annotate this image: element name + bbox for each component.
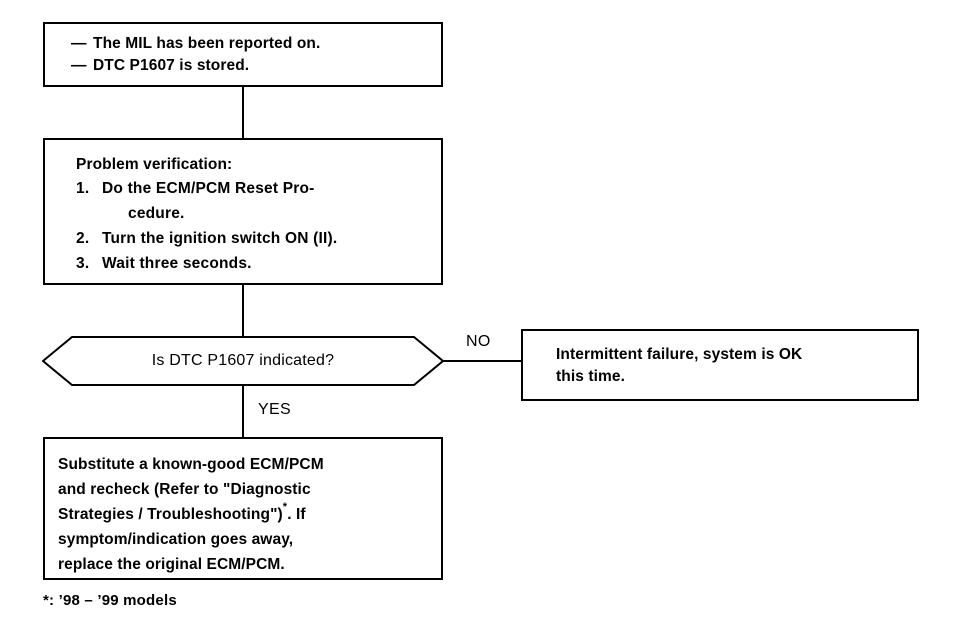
substitute-line: replace the original ECM/PCM. xyxy=(58,556,285,573)
substitute-content: Substitute a known-good ECM/PCM and rech… xyxy=(45,439,441,578)
branch-label-yes: YES xyxy=(258,401,291,418)
symptom-list: — The MIL has been reported on. — DTC P1… xyxy=(45,24,441,85)
verification-step: 3. Wait three seconds. xyxy=(76,251,431,276)
substitute-line-text: Strategies / Troubleshooting") xyxy=(58,506,283,523)
substitute-line: Substitute a known-good ECM/PCM xyxy=(58,456,324,473)
step-number: 1. xyxy=(76,180,90,197)
symptom-item-text: DTC P1607 is stored. xyxy=(93,57,250,74)
symptom-item-text: The MIL has been reported on. xyxy=(93,35,321,52)
verification-content: Problem verification: 1. Do the ECM/PCM … xyxy=(45,140,441,283)
step-text: Do the ECM/PCM Reset Pro- cedure. xyxy=(102,176,431,226)
footnote-marker-icon: * xyxy=(282,501,288,513)
substitute-line: symptom/indication goes away, xyxy=(58,531,294,548)
intermittent-line: Intermittent failure, system is OK xyxy=(556,346,803,363)
verification-step: 1. Do the ECM/PCM Reset Pro- cedure. xyxy=(76,176,431,226)
decision-question: Is DTC P1607 indicated? xyxy=(151,352,335,369)
substitute-ecm-pcm-box: Substitute a known-good ECM/PCM and rech… xyxy=(43,437,443,580)
substitute-line: and recheck (Refer to "Diagnostic xyxy=(58,481,311,498)
connector-no-branch xyxy=(443,360,521,362)
intermittent-line: this time. xyxy=(556,368,626,385)
problem-verification-box: Problem verification: 1. Do the ECM/PCM … xyxy=(43,138,443,285)
symptom-item: — The MIL has been reported on. xyxy=(71,33,441,55)
connector-symptom-to-verification xyxy=(242,87,244,138)
substitute-line: Strategies / Troubleshooting")*. If xyxy=(58,502,435,527)
verification-title: Problem verification: xyxy=(76,156,233,173)
step-text-line: Wait three seconds. xyxy=(102,255,252,272)
step-text-line: Do the ECM/PCM Reset Pro- xyxy=(102,180,315,197)
connector-yes-branch xyxy=(242,386,244,437)
footnote-text: *: ’98 – ’99 models xyxy=(43,592,177,609)
step-number: 3. xyxy=(76,255,90,272)
substitute-line-tail: . If xyxy=(287,506,306,523)
intermittent-content: Intermittent failure, system is OK this … xyxy=(523,331,917,399)
step-text-continuation: cedure. xyxy=(128,205,185,222)
branch-label-no: NO xyxy=(466,333,491,350)
dash-icon: — xyxy=(71,57,87,74)
intermittent-failure-box: Intermittent failure, system is OK this … xyxy=(521,329,919,401)
dash-icon: — xyxy=(71,35,87,52)
connector-verification-to-decision xyxy=(242,285,244,336)
step-text-line: Turn the ignition switch ON (II). xyxy=(102,230,338,247)
step-number: 2. xyxy=(76,230,90,247)
verification-step: 2. Turn the ignition switch ON (II). xyxy=(76,226,431,251)
symptom-box: — The MIL has been reported on. — DTC P1… xyxy=(43,22,443,87)
symptom-item: — DTC P1607 is stored. xyxy=(71,55,441,77)
